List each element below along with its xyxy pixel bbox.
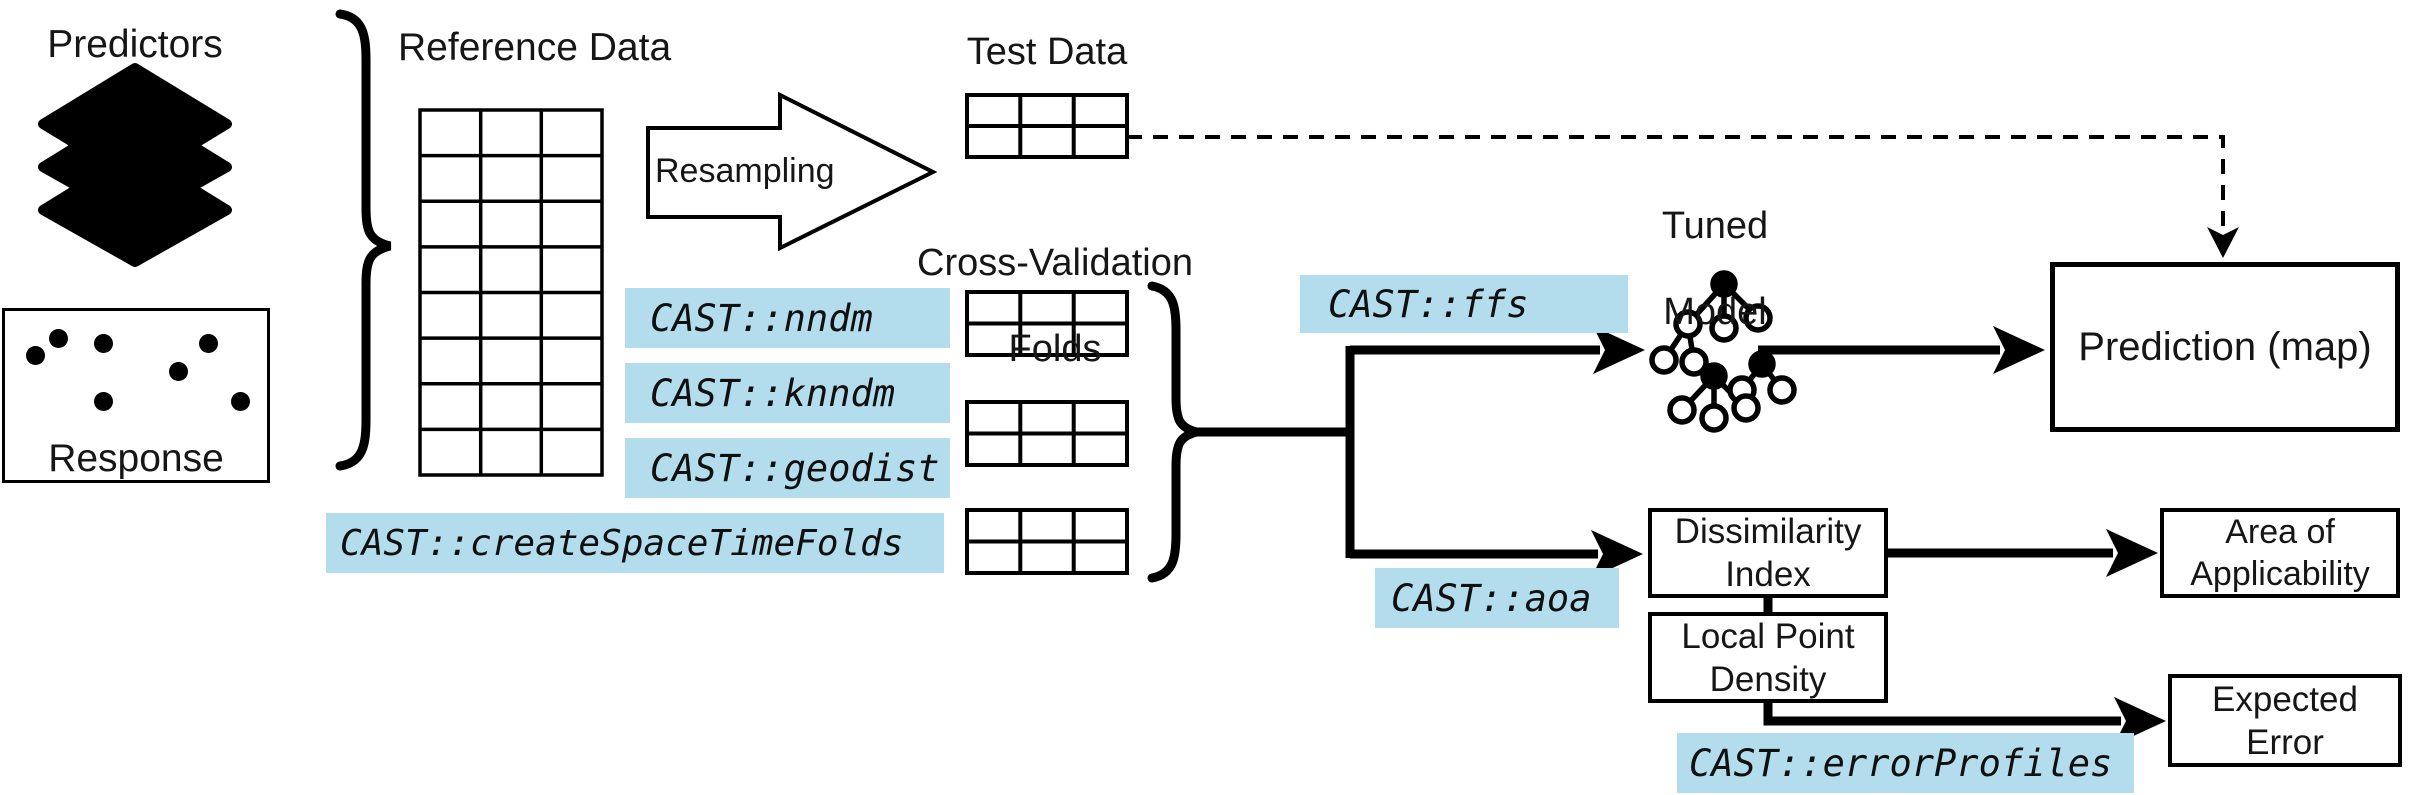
code-label-ffs: CAST::ffs — [1300, 275, 1628, 333]
predictors-label: Predictors — [47, 23, 223, 66]
reference-data-label: Reference Data — [398, 26, 672, 69]
test-data-grid — [965, 93, 1129, 159]
code-label-error-profiles: CAST::errorProfiles — [1677, 733, 2134, 793]
tuned-model-label: Tuned Model — [1661, 205, 1769, 333]
aoa-line2: Applicability — [2190, 555, 2370, 593]
flow-arrows — [1195, 326, 2166, 745]
aoa-line1: Area of — [2225, 513, 2335, 551]
cv-fold-grid-1 — [965, 290, 1129, 357]
sample-point — [199, 334, 218, 353]
prediction-label: Prediction (map) — [2078, 324, 2372, 369]
resampling-label: Resampling — [655, 152, 835, 190]
cv-folds-label: Cross-Validation Folds — [917, 242, 1193, 370]
code-label-create-space-time-folds: CAST::createSpaceTimeFolds — [326, 513, 944, 573]
decision-tree-icon — [1649, 270, 1797, 433]
local-point-line2: Density — [1709, 659, 1827, 699]
inputs-brace — [335, 9, 392, 471]
test-data-label: Test Data — [966, 31, 1128, 73]
test-data-to-prediction-dashed-arrow — [1127, 135, 2239, 258]
response-box: Response — [2, 308, 270, 483]
cv-fold-grid-2 — [965, 400, 1129, 467]
expected-error-line2: Error — [2246, 722, 2324, 762]
local-point-line1: Local Point — [1681, 616, 1855, 656]
code-label-geodist: CAST::geodist — [625, 438, 950, 498]
code-label-nndm: CAST::nndm — [625, 288, 950, 348]
resampling-block-arrow-icon — [646, 91, 938, 252]
reference-data-grid — [418, 108, 604, 477]
expected-error-line1: Expected — [2212, 679, 2358, 719]
sample-point — [26, 346, 45, 365]
layers-icon — [38, 63, 232, 267]
dissimilarity-index-box: Dissimilarity Index — [1648, 508, 1888, 598]
dissimilarity-line1: Dissimilarity — [1674, 512, 1862, 551]
sample-point — [231, 392, 250, 411]
cv-fold-grid-3 — [965, 508, 1129, 575]
sample-point — [94, 334, 113, 353]
expected-error-box: Expected Error — [2168, 674, 2402, 767]
prediction-box: Prediction (map) — [2050, 262, 2400, 432]
dissimilarity-line2: Index — [1725, 555, 1811, 594]
sample-point — [49, 329, 68, 348]
area-of-applicability-box: Area of Applicability — [2160, 508, 2400, 598]
response-label: Response — [48, 437, 224, 480]
code-label-aoa: CAST::aoa — [1375, 568, 1619, 628]
sample-point — [169, 362, 188, 381]
sample-point — [94, 392, 113, 411]
local-point-density-box: Local Point Density — [1648, 612, 1888, 703]
code-label-knndm: CAST::knndm — [625, 363, 950, 423]
